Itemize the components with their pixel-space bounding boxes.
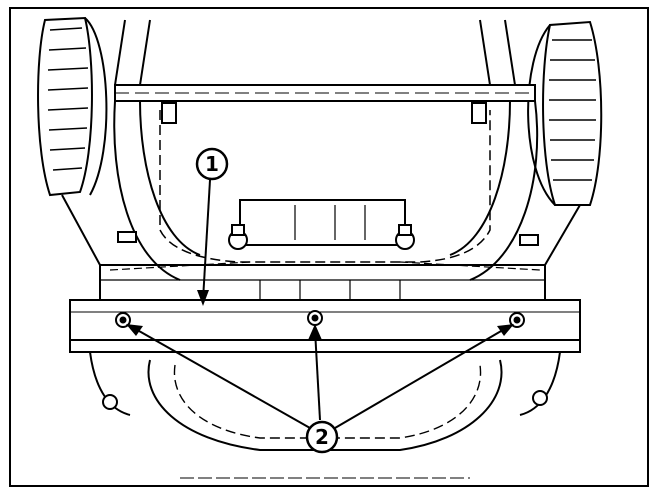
callout-1: 1 (195, 147, 229, 306)
center-bracket (228, 199, 415, 250)
axle (114, 84, 536, 102)
callout-2-arrowhead-center (308, 324, 322, 340)
frame-arms (113, 19, 539, 281)
callout-1-circle (195, 147, 229, 181)
callout-2: 2 (126, 324, 514, 454)
upper-bolts (161, 102, 487, 124)
side-pins (117, 231, 539, 246)
deck-body (61, 194, 581, 300)
callout-2-leader-center (314, 329, 321, 421)
figure-border (9, 7, 649, 487)
callout-1-label: 1 (205, 152, 219, 176)
callout-1-leader (202, 179, 211, 301)
left-wheel (37, 16, 108, 197)
callout-2-leader-right (334, 326, 509, 429)
callout-2-arrowhead-left (126, 324, 143, 336)
right-wheel (527, 20, 603, 206)
callout-2-circle (305, 420, 339, 454)
rear-baffle (69, 299, 581, 353)
baffle-screws (115, 310, 525, 328)
lower-deck (89, 351, 561, 479)
callout-2-leader-left (131, 326, 311, 429)
callout-2-arrowhead-right (497, 324, 514, 336)
callout-2-label: 2 (315, 425, 329, 449)
callout-1-arrowhead (197, 290, 209, 306)
